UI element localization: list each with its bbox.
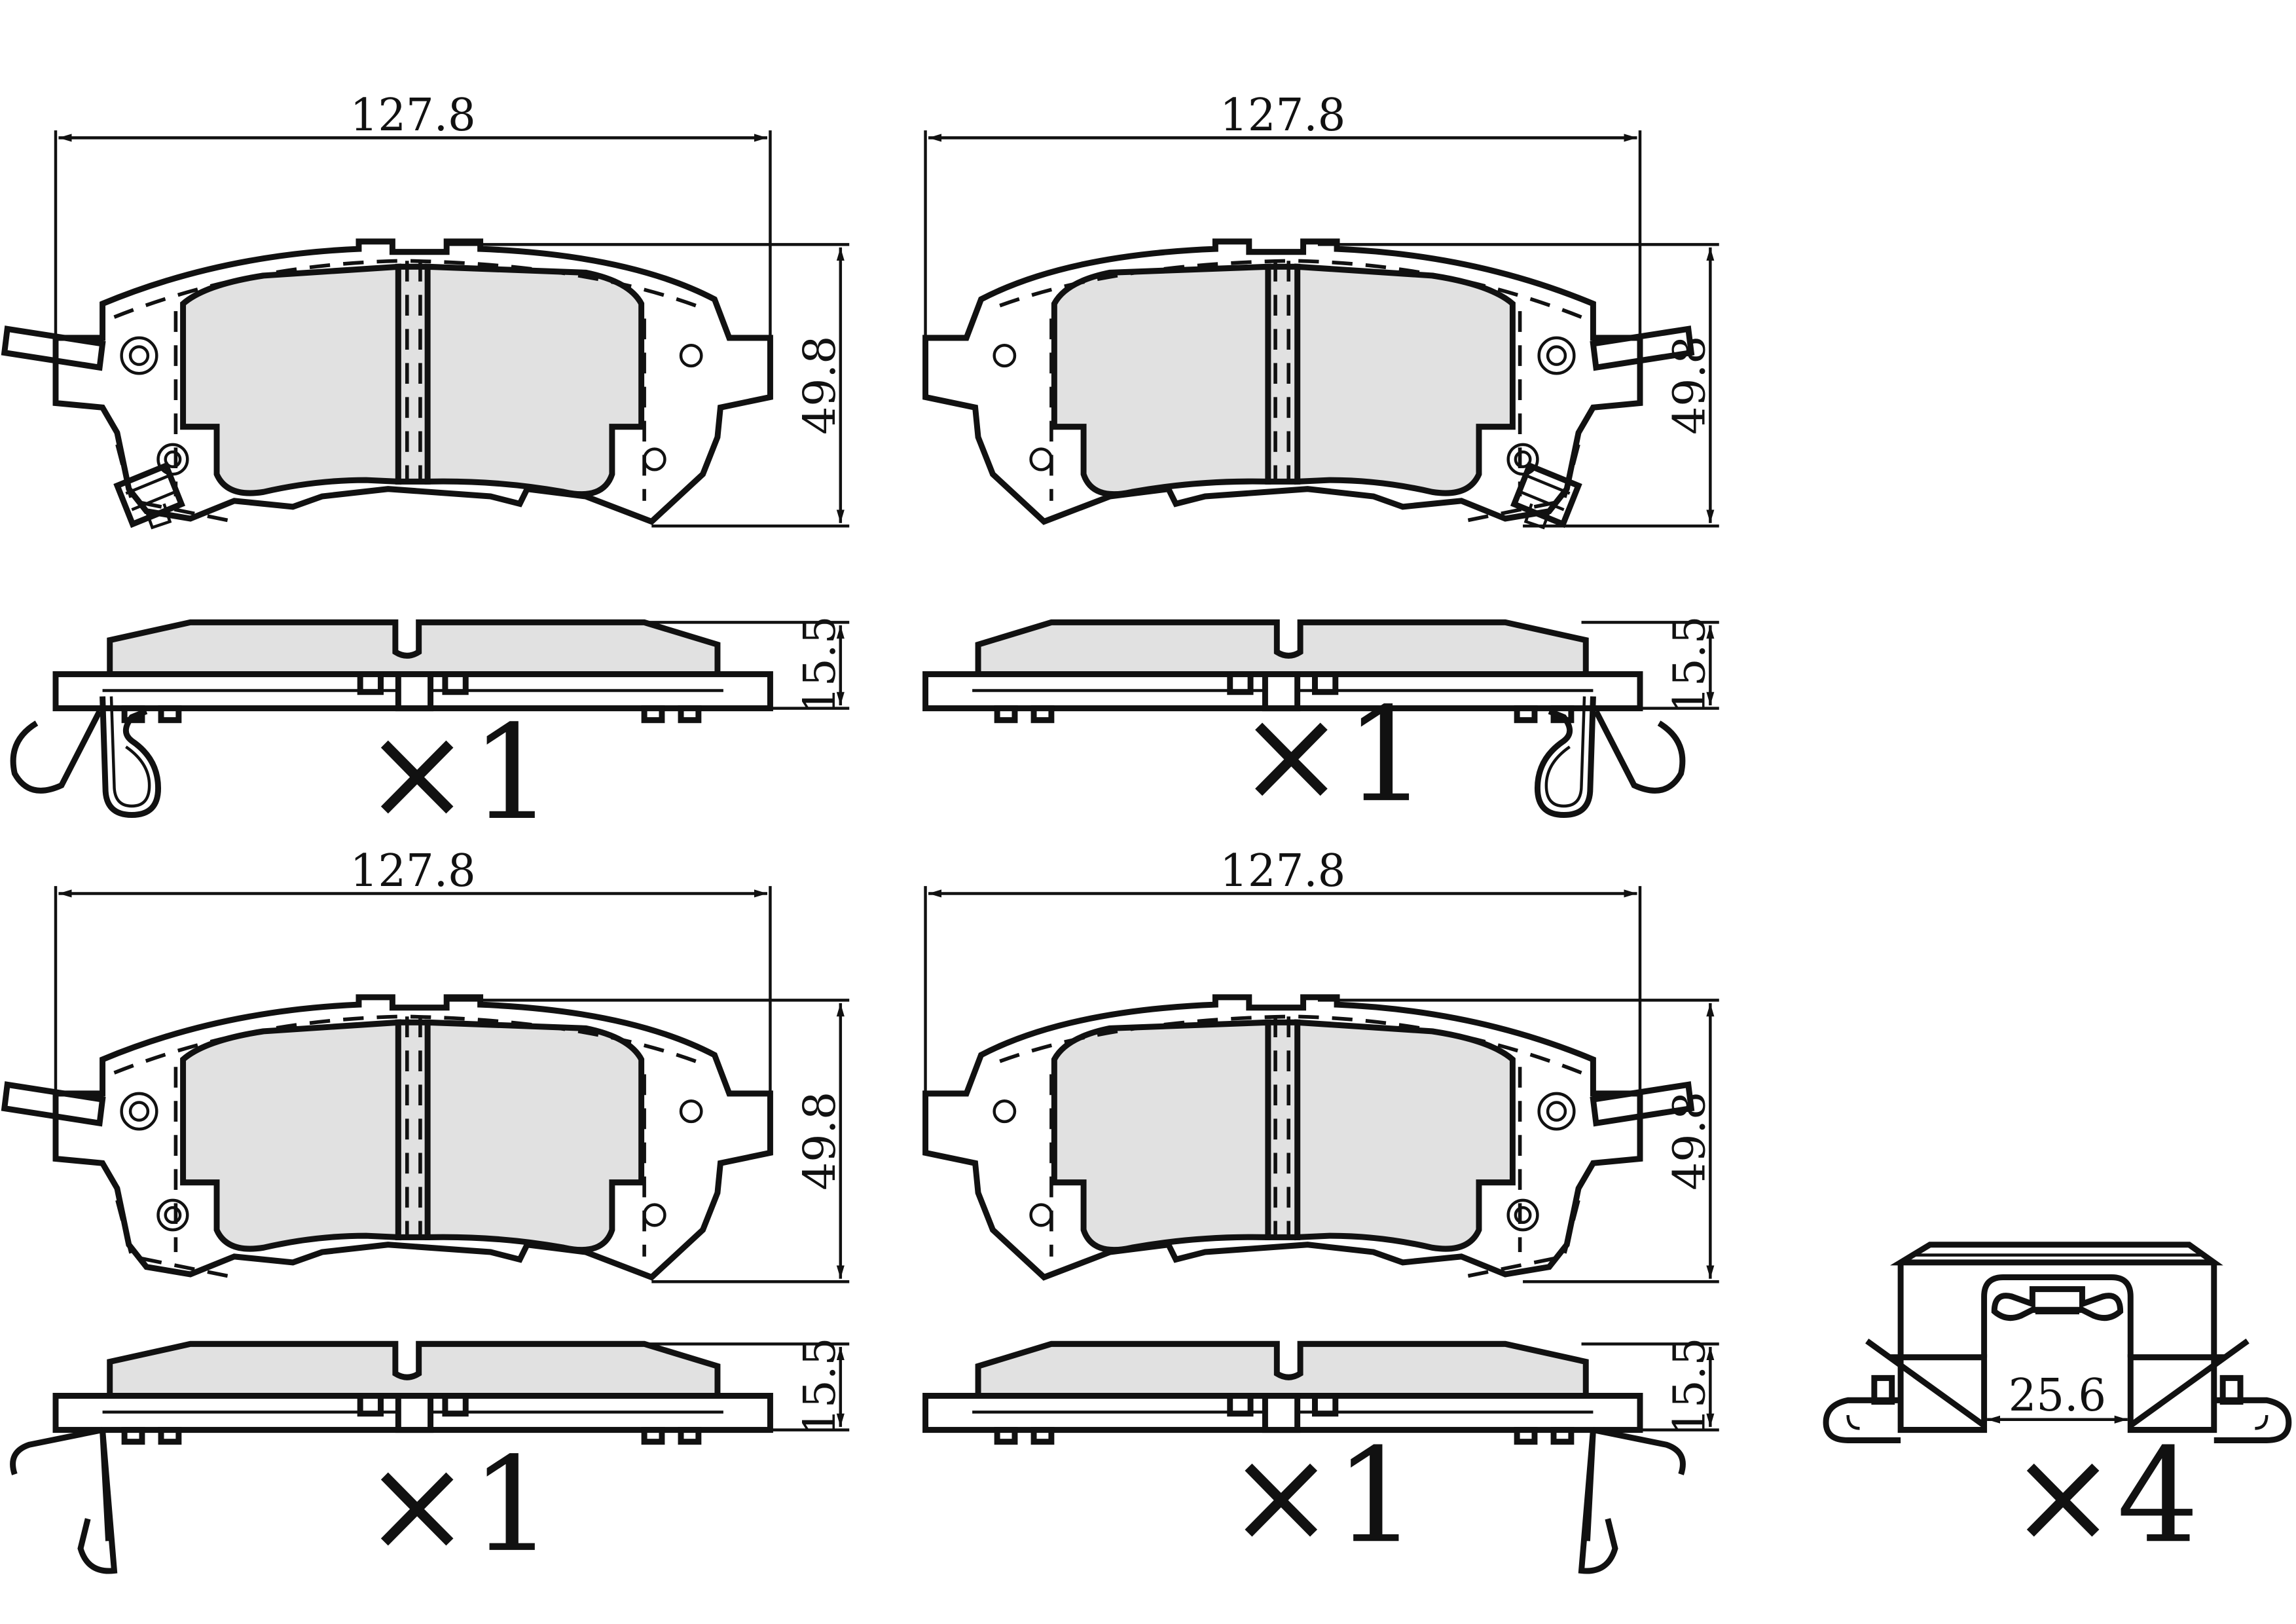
pad-2-quantity: ×1 bbox=[1237, 679, 1427, 831]
pad-3-thickness-dimension: 15.5 bbox=[793, 1337, 845, 1436]
pad-2-thickness-dimension: 15.5 bbox=[1664, 616, 1715, 714]
pad-1-height-dimension: 49.8 bbox=[793, 336, 845, 435]
pad-1-front-view: 127.8 49.8 bbox=[5, 89, 850, 528]
pad-1-side-view: 15.5 bbox=[13, 616, 850, 815]
pad-4-side-view: 15.5 bbox=[926, 1337, 1719, 1571]
pad-4-front-view: 127.8 49.8 bbox=[926, 845, 1719, 1283]
abutment-clip-view: 25.6 bbox=[1823, 1242, 2292, 1443]
pad-3-width-dimension: 127.8 bbox=[350, 845, 476, 896]
pad-2-width-dimension: 127.8 bbox=[1220, 89, 1345, 141]
pad-3-quantity: ×1 bbox=[363, 1429, 553, 1581]
clip-width-dimension: 25.6 bbox=[2009, 1369, 2106, 1421]
pad-1-quantity: ×1 bbox=[363, 697, 553, 849]
pad-4-quantity: ×1 bbox=[1227, 1420, 1417, 1572]
pad-1-thickness-dimension: 15.5 bbox=[793, 616, 845, 714]
pad-3-front-view: 127.8 49.8 bbox=[1, 845, 850, 1283]
pad-2-height-dimension: 49.8 bbox=[1664, 336, 1715, 435]
pad-4-height-dimension: 49.8 bbox=[1664, 1092, 1715, 1190]
pad-2-front-view: 127.8 49.8 bbox=[926, 89, 1719, 528]
pad-2-side-view: 15.5 bbox=[926, 616, 1719, 815]
clip-quantity: ×4 bbox=[2009, 1420, 2199, 1572]
pad-3-side-view: 15.5 bbox=[13, 1337, 850, 1571]
pad-4-thickness-dimension: 15.5 bbox=[1664, 1337, 1715, 1436]
pad-1-width-dimension: 127.8 bbox=[350, 89, 476, 141]
pad-3-height-dimension: 49.8 bbox=[793, 1092, 845, 1190]
pad-4-width-dimension: 127.8 bbox=[1220, 845, 1345, 896]
